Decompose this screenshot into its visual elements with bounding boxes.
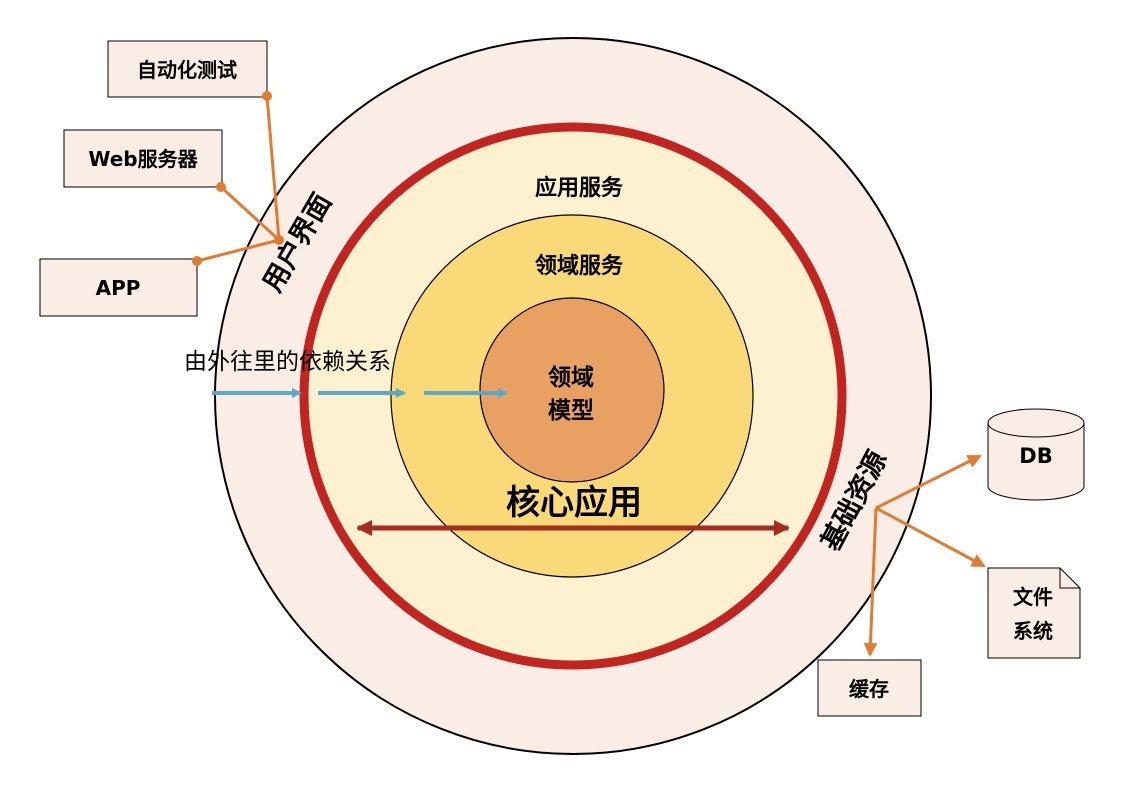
resource-file-system: 文件 系统 (987, 567, 1081, 659)
client-auto-test-label: 自动化测试 (137, 58, 237, 82)
client-connectors (196, 95, 281, 263)
domain-model-label-line2: 模型 (548, 398, 594, 424)
resource-db-cylinder: DB (987, 408, 1085, 501)
dependency-label: 由外往里的依赖关系 (184, 349, 391, 375)
domain-service-label: 领域服务 (535, 253, 624, 279)
client-connector-dots (192, 91, 284, 266)
core-app-label: 核心应用 (506, 483, 642, 523)
client-web-server: Web服务器 (63, 129, 223, 188)
client-web-server-label: Web服务器 (88, 147, 198, 171)
resource-cache: 缓存 (817, 659, 922, 717)
app-service-label: 应用服务 (535, 175, 624, 201)
resource-connectors (863, 454, 986, 657)
domain-model-core (479, 297, 665, 483)
resource-db-label: DB (1019, 444, 1052, 468)
client-app-label: APP (96, 276, 141, 300)
client-auto-test: 自动化测试 (107, 40, 268, 98)
resource-cache-label: 缓存 (849, 677, 889, 701)
resource-file-system-label-line2: 系统 (1013, 619, 1053, 643)
resource-file-system-label-line1: 文件 (1013, 585, 1053, 609)
client-app: APP (39, 258, 198, 317)
domain-model-label-line1: 领域 (548, 364, 594, 391)
